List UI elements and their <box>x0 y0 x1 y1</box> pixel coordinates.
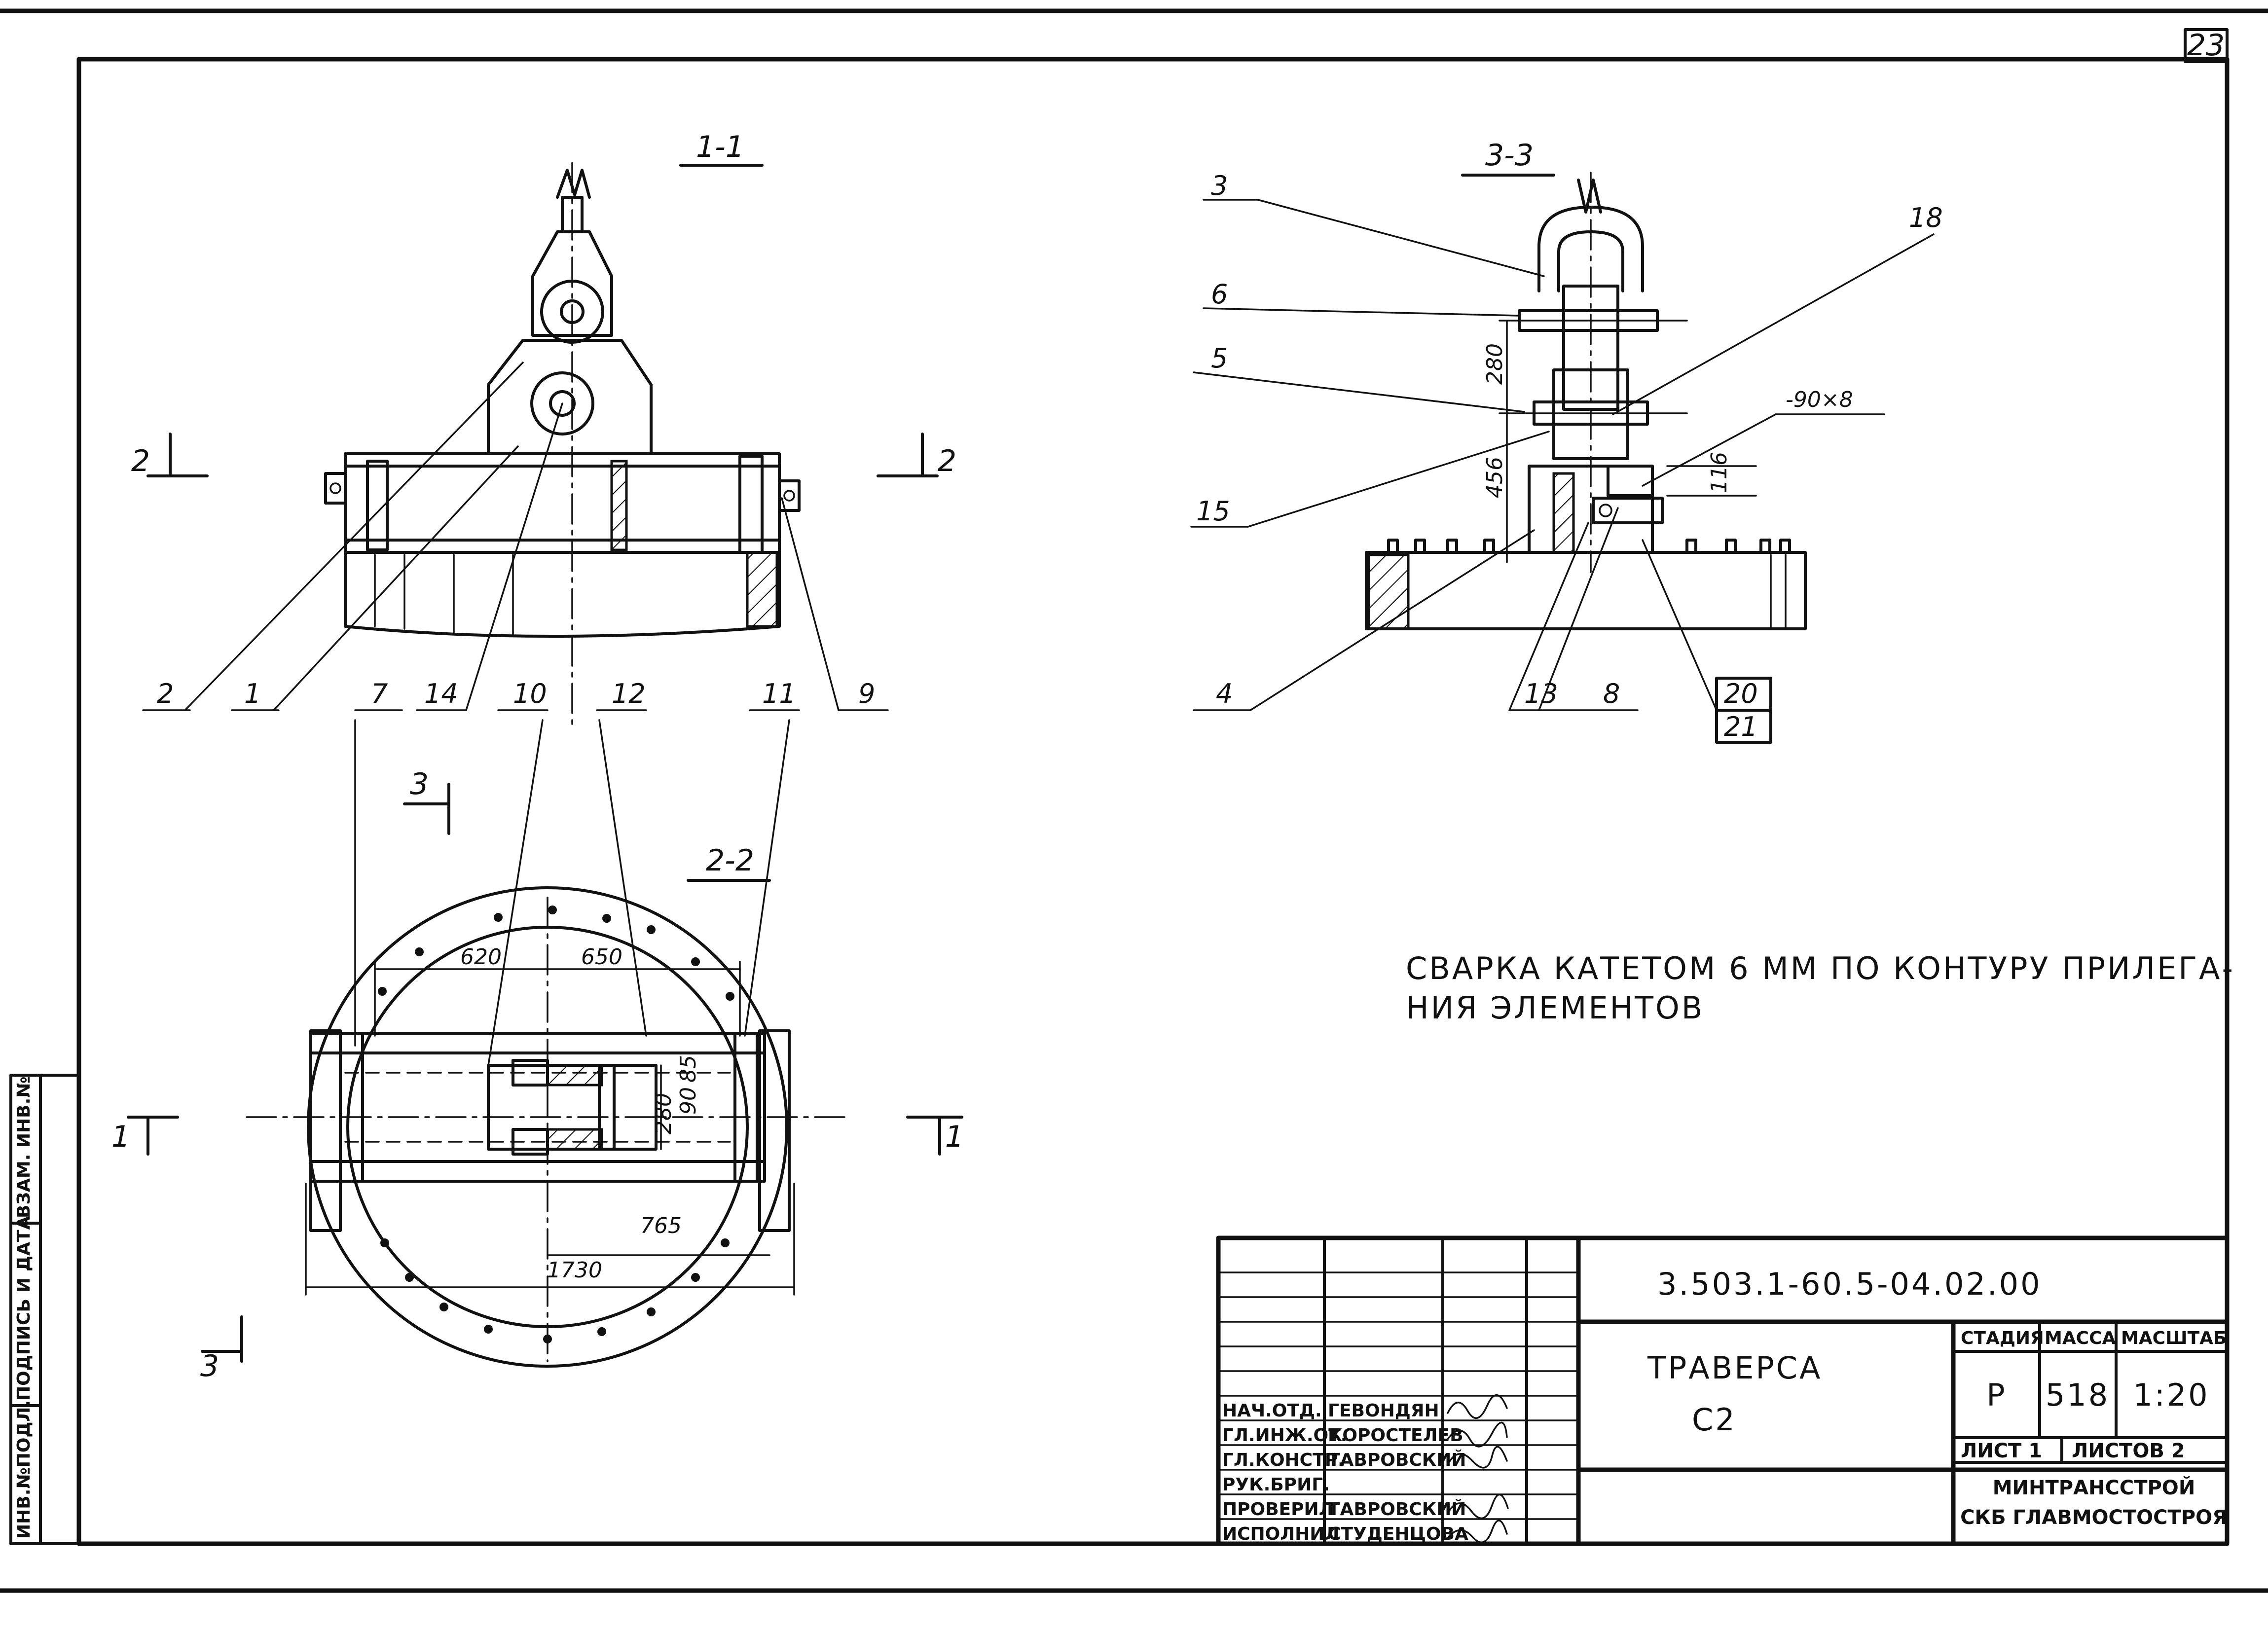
dim-85: 85 <box>676 1055 701 1083</box>
hdr-mass: МАССА <box>2045 1328 2116 1348</box>
cut-2-left-label: 2 <box>131 444 150 478</box>
stamp-signature-date: ПОДПИСЬ И ДАТА <box>14 1216 34 1401</box>
role-3: РУК.БРИГ. <box>1222 1475 1330 1495</box>
section-title-3-3: 3-3 <box>1485 138 1534 173</box>
title-line-2: С2 <box>1692 1402 1737 1438</box>
sheet-index: ЛИСТ 1 <box>1961 1440 2042 1462</box>
dim-765: 765 <box>640 1213 682 1238</box>
doc-code: 3.503.1-60.5-04.02.00 <box>1657 1266 2042 1302</box>
dim-90: 90 <box>676 1087 701 1115</box>
callout-14: 14 <box>424 678 458 709</box>
callout-13: 13 <box>1524 678 1558 709</box>
callout-9: 9 <box>858 678 875 709</box>
org-line-1: МИНТРАНССТРОЙ <box>1993 1476 2195 1499</box>
callout-11: 11 <box>762 678 796 709</box>
callout-12: 12 <box>612 678 646 709</box>
title-line-1: ТРАВЕРСА <box>1647 1350 1822 1386</box>
callout-4: 4 <box>1216 678 1233 709</box>
callout-18: 18 <box>1909 202 1943 233</box>
name-0: ГЕВОНДЯН <box>1328 1401 1439 1421</box>
callout-15: 15 <box>1196 496 1230 527</box>
dim-116: 116 <box>1707 452 1732 493</box>
hdr-scale: МАСШТАБ <box>2121 1328 2227 1348</box>
callout-3: 3 <box>1211 170 1228 201</box>
base-bolts <box>1387 539 1791 554</box>
role-0: НАЧ.ОТД. <box>1222 1401 1322 1421</box>
cut-1-right-label: 1 <box>945 1120 964 1154</box>
dim-456: 456 <box>1482 457 1507 498</box>
sheet-number: 23 <box>2187 28 2225 63</box>
section-title-2-2: 2-2 <box>706 843 754 878</box>
name-5: СТУДЕНЦОВА <box>1328 1524 1468 1544</box>
dim-650: 650 <box>581 944 622 970</box>
view-3-3: 3-3 <box>1190 138 1943 744</box>
mass-value: 518 <box>2046 1377 2110 1413</box>
role-5: ИСПОЛНИЛ <box>1222 1524 1339 1544</box>
cut-2-right-label: 2 <box>938 444 956 478</box>
callout-5: 5 <box>1211 343 1228 374</box>
role-1: ГЛ.ИНЖ.ОТ. <box>1222 1425 1347 1446</box>
callout-7: 7 <box>371 678 388 709</box>
callout-2: 2 <box>157 678 174 709</box>
welding-note: СВАРКА КАТЕТОМ 6 ММ ПО КОНТУРУ ПРИЛЕГА- … <box>1406 950 2235 1026</box>
note-line-1: СВАРКА КАТЕТОМ 6 ММ ПО КОНТУРУ ПРИЛЕГА- <box>1406 950 2235 986</box>
callout-20: 20 <box>1724 678 1758 709</box>
dim-280-plan: 280 <box>651 1093 676 1134</box>
callout-1: 1 <box>244 678 261 709</box>
view-1-1: 1-1 2 2 <box>131 130 956 731</box>
section-title-1-1: 1-1 <box>696 130 744 164</box>
callout-6: 6 <box>1211 279 1228 310</box>
sheets-total: ЛИСТОВ 2 <box>2072 1440 2185 1462</box>
role-2: ГЛ.КОНСТР. <box>1222 1450 1345 1470</box>
name-4: ТАВРОВСКИЙ <box>1328 1499 1466 1520</box>
cut-3-bottom-label: 3 <box>200 1349 219 1383</box>
sheet-frame: 23 <box>0 8 2268 1593</box>
side-stamp: ИНВ.№ПОДЛ. ПОДПИСЬ И ДАТА ВЗАМ. ИНВ.№ <box>9 1074 80 1545</box>
dim-620: 620 <box>460 944 502 970</box>
hdr-stage: СТАДИЯ <box>1961 1328 2044 1348</box>
sheet-number-box <box>2184 28 2229 63</box>
name-1: КОРОСТЕЛЕВ <box>1328 1425 1463 1446</box>
cut-3-top-label: 3 <box>410 767 429 801</box>
scale-value: 1:20 <box>2133 1377 2209 1413</box>
view-2-2: 2-2 <box>111 719 964 1383</box>
note-line-2: НИЯ ЭЛЕМЕНТОВ <box>1406 990 1704 1026</box>
cut-1-left-label: 1 <box>111 1120 130 1154</box>
name-2: ТАВРОВСКИЙ <box>1328 1450 1466 1470</box>
dim-1730: 1730 <box>547 1258 602 1283</box>
callout-8: 8 <box>1603 678 1620 709</box>
callout-21: 21 <box>1724 711 1758 742</box>
role-4: ПРОВЕРИЛ <box>1222 1499 1334 1520</box>
plate-size: -90×8 <box>1786 387 1853 412</box>
title-block: 3.503.1-60.5-04.02.00 ТРАВЕРСА С2 СТАДИЯ… <box>1216 1235 2230 1546</box>
dim-280-side: 280 <box>1482 343 1507 385</box>
stamp-inv-podl: ИНВ.№ПОДЛ. <box>14 1400 34 1539</box>
stage-value: Р <box>1986 1377 2007 1413</box>
stamp-vzam-inv: ВЗАМ. ИНВ.№ <box>14 1076 34 1218</box>
callout-10: 10 <box>513 678 547 709</box>
org-line-2: СКБ ГЛАВМОСТОСТРОЯ <box>1960 1506 2228 1529</box>
signatures <box>1447 1394 1509 1543</box>
